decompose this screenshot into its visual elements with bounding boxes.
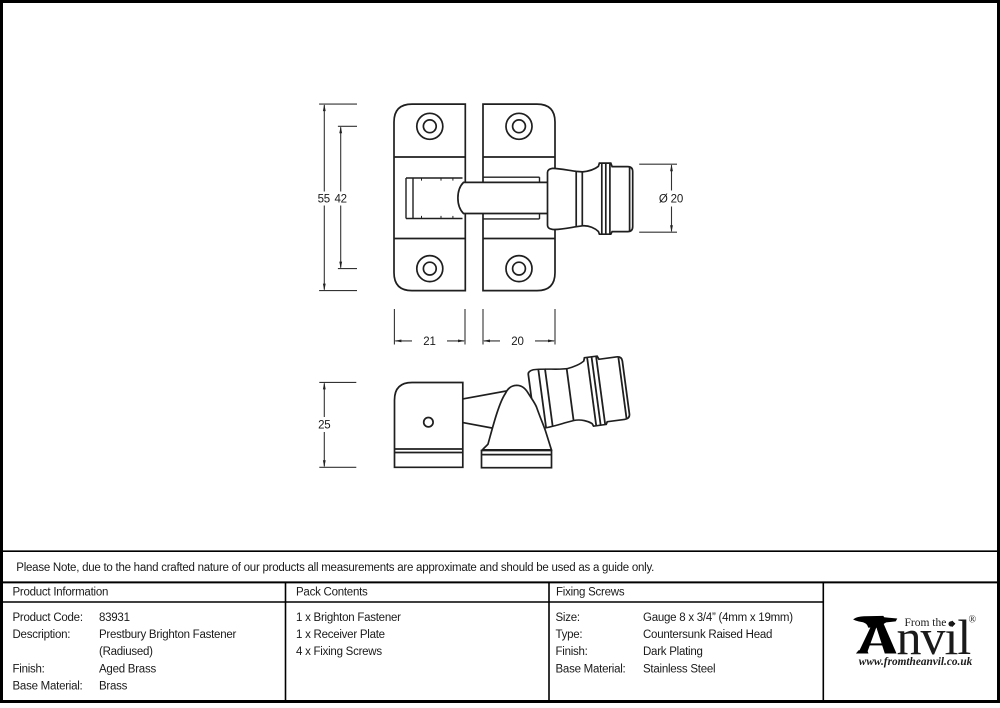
svg-text:Aged Brass: Aged Brass <box>99 663 156 675</box>
svg-text:Stainless Steel: Stainless Steel <box>643 663 715 675</box>
svg-text:Base Material:: Base Material: <box>13 681 83 693</box>
svg-text:(Radiused): (Radiused) <box>99 646 153 658</box>
svg-text:Type:: Type: <box>556 629 583 641</box>
svg-text:From the: From the <box>905 617 947 629</box>
svg-text:83931: 83931 <box>99 612 130 624</box>
svg-text:21: 21 <box>423 336 435 348</box>
svg-text:4 x Fixing Screws: 4 x Fixing Screws <box>296 646 382 658</box>
svg-text:Dark Plating: Dark Plating <box>643 646 703 658</box>
svg-text:Brass: Brass <box>99 681 128 693</box>
svg-text:25: 25 <box>318 419 330 431</box>
svg-text:Prestbury Brighton Fastener: Prestbury Brighton Fastener <box>99 629 236 641</box>
svg-text:55: 55 <box>318 194 330 206</box>
svg-text:nvil: nvil <box>897 609 971 665</box>
svg-text:®: ® <box>969 615 977 626</box>
svg-text:Pack Contents: Pack Contents <box>296 586 368 598</box>
svg-text:Fixing Screws: Fixing Screws <box>556 586 625 598</box>
svg-text:Product Code:: Product Code: <box>13 612 83 624</box>
svg-text:1 x Brighton Fastener: 1 x Brighton Fastener <box>296 612 401 624</box>
svg-text:42: 42 <box>334 194 346 206</box>
svg-text:Ø 20: Ø 20 <box>659 194 683 206</box>
svg-text:Countersunk Raised Head: Countersunk Raised Head <box>643 629 772 641</box>
svg-text:Finish:: Finish: <box>13 663 45 675</box>
svg-text:20: 20 <box>511 336 523 348</box>
svg-text:1 x Receiver Plate: 1 x Receiver Plate <box>296 629 385 641</box>
svg-text:Size:: Size: <box>556 612 580 624</box>
svg-text:Description:: Description: <box>13 629 71 641</box>
svg-text:Gauge 8 x 3/4” (4mm x 19mm): Gauge 8 x 3/4” (4mm x 19mm) <box>643 612 793 624</box>
svg-text:www.fromtheanvil.co.uk: www.fromtheanvil.co.uk <box>859 656 973 668</box>
svg-text:Base Material:: Base Material: <box>556 663 626 675</box>
svg-text:Finish:: Finish: <box>556 646 588 658</box>
svg-text:Please Note, due to the hand c: Please Note, due to the hand crafted nat… <box>16 562 654 574</box>
svg-text:Product Information: Product Information <box>13 586 109 598</box>
